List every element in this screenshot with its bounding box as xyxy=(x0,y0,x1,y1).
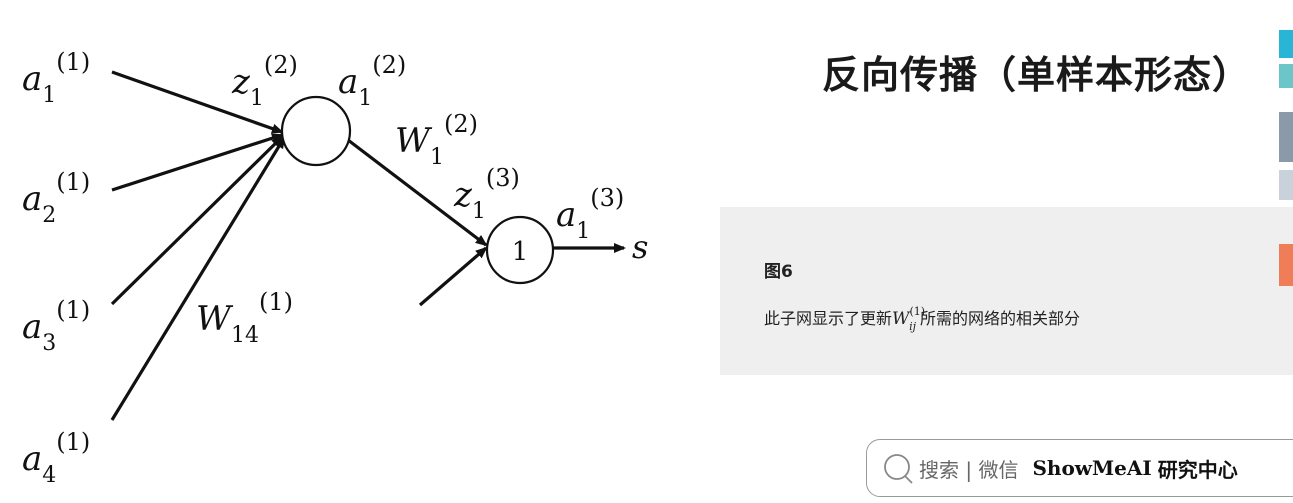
brand-name-cn: 研究中心 xyxy=(1158,454,1238,483)
search-bar[interactable]: 搜索 | 微信 ShowMeAI 研究中心 xyxy=(866,439,1293,497)
decorative-strip-light xyxy=(1279,170,1293,200)
label-a1-input: a1(1) xyxy=(22,48,90,108)
decorative-strip-orange xyxy=(1279,244,1293,286)
label-w14-input: W14(1) xyxy=(196,288,293,348)
output-node-label: 1 xyxy=(512,237,529,267)
decorative-strip-cyan xyxy=(1279,30,1293,58)
caption-subscript: ij xyxy=(909,320,916,333)
label-w1-hidden: W1(2) xyxy=(395,110,478,170)
edge-other-to-output xyxy=(420,248,486,305)
label-z1-hidden: z1(2) xyxy=(231,51,298,111)
label-a1-output: a1(3) xyxy=(556,184,624,244)
figure-label: 图6 xyxy=(764,257,793,282)
neural-network-diagram: 1 a1(1) a2(1) a3(1) a4(1) z1(2) a1(2) W1… xyxy=(0,0,700,503)
decorative-strip-teal xyxy=(1279,64,1293,88)
caption-variable: W xyxy=(892,309,909,329)
caption-prefix: 此子网显示了更新 xyxy=(764,309,892,328)
caption-superscript: (1) xyxy=(910,305,926,318)
label-a4-input: a4(1) xyxy=(22,428,90,488)
caption-suffix: 所需的网络的相关部分 xyxy=(920,309,1080,328)
brand-name: ShowMeAI xyxy=(1032,456,1151,480)
search-text: 搜索 | 微信 xyxy=(919,454,1018,483)
label-output-s: s xyxy=(632,228,648,266)
label-z1-output: z1(3) xyxy=(453,164,520,224)
search-icon xyxy=(881,451,915,485)
hidden-node xyxy=(282,97,350,165)
page-title: 反向传播（单样本形态） xyxy=(822,44,1251,99)
label-a3-input: a3(1) xyxy=(22,296,90,356)
label-a2-input: a2(1) xyxy=(22,168,90,228)
label-a1-hidden: a1(2) xyxy=(338,51,406,111)
decorative-strip-gray xyxy=(1279,112,1293,162)
